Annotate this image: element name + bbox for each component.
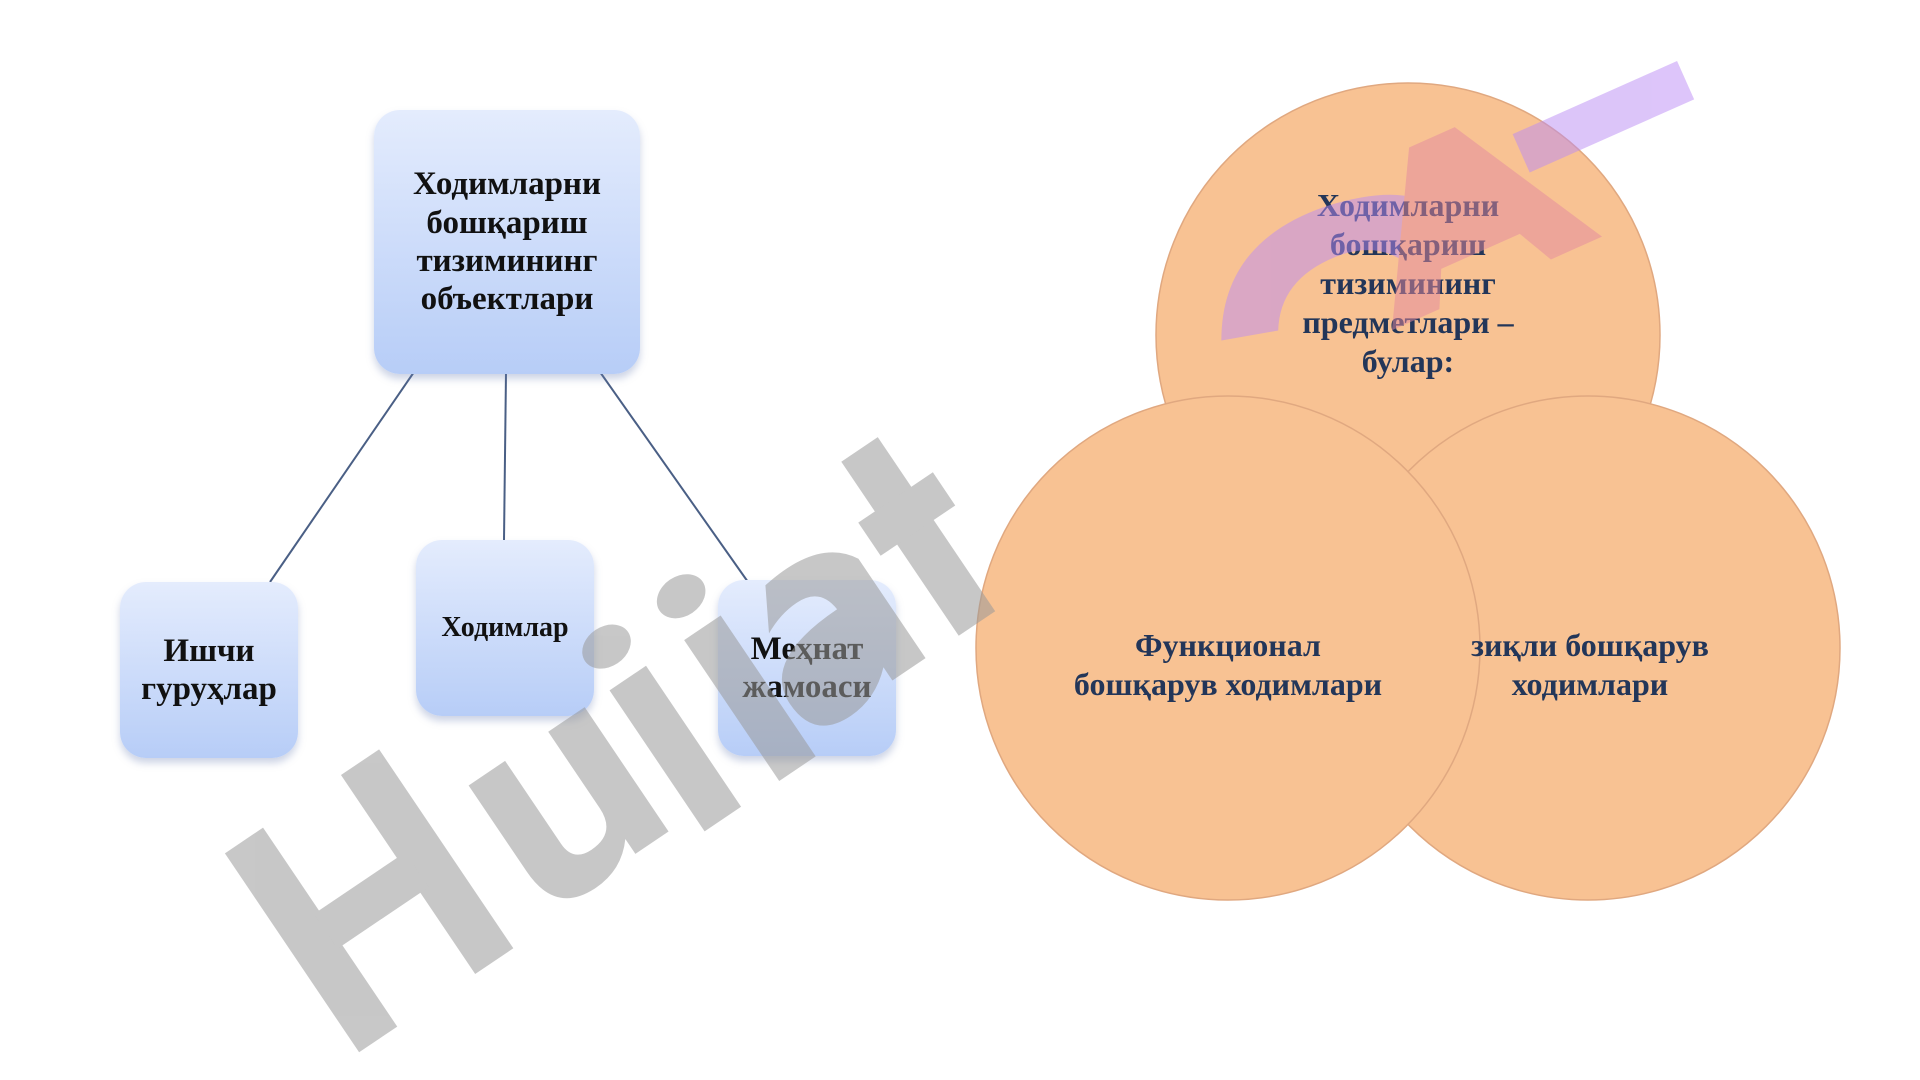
node-employees: Ходимлар	[416, 540, 594, 716]
connector-root-to-employees	[503, 371, 507, 541]
node-working-groups: Ишчи гуруҳлар	[120, 582, 298, 758]
root-node-label: Ходимларни бошқариш тизимининг объектлар…	[413, 166, 601, 318]
node-working-groups-label: Ишчи гуруҳлар	[141, 632, 277, 707]
venn-top-label: Ходимларни бошқариш тизимининг предметла…	[1302, 187, 1514, 380]
root-node-personnel-objects: Ходимларни бошқариш тизимининг объектлар…	[374, 110, 640, 374]
venn-circle-left	[975, 395, 1481, 901]
venn-right-label: зиқли бошқарув ходимлари	[1471, 627, 1709, 703]
connector-root-to-labor-collective	[599, 371, 749, 583]
node-employees-label: Ходимлар	[441, 612, 569, 643]
venn-left-label: Функционал бошқарув ходимлари	[1073, 627, 1383, 703]
connector-root-to-working-groups	[269, 371, 415, 583]
